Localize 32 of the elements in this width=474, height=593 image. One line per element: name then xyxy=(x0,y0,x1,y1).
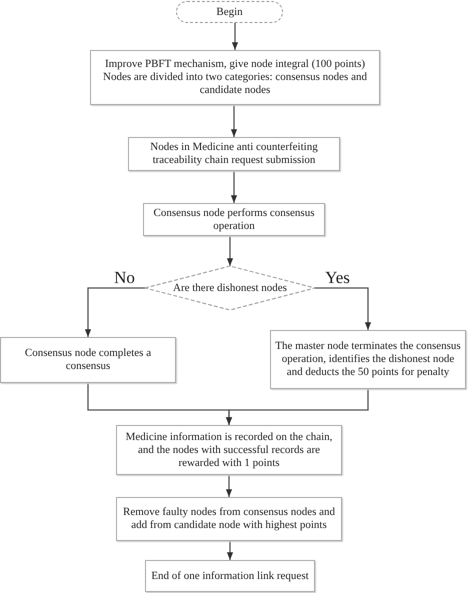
process-box xyxy=(145,560,315,592)
edge-label: Yes xyxy=(324,269,351,286)
node-text: Remove faulty nodes from consensus nodes and add from candidate node with highest points xyxy=(122,506,336,532)
process-box xyxy=(128,137,340,171)
node-text: End of one information link request xyxy=(151,570,309,582)
node-text: Begin xyxy=(216,6,243,18)
arrow xyxy=(315,287,372,330)
process-box xyxy=(116,497,342,541)
node-text: Improve PBFT mechanism, give node integral (100 points) xyxy=(104,58,366,71)
process-box xyxy=(270,330,466,389)
arrow xyxy=(230,171,238,203)
arrow xyxy=(230,105,238,137)
node-text: Medicine information is recorded on the chain, and the nodes with successful records are rewarded with 1 points xyxy=(124,430,334,470)
node-text: Are there dishonest nodes xyxy=(173,282,287,294)
process-box xyxy=(143,203,325,236)
arrow xyxy=(226,475,232,497)
terminal-box xyxy=(176,1,283,23)
node-text: Consensus node performs consensus operation xyxy=(152,206,316,232)
arrow xyxy=(232,23,238,50)
edge-label: No xyxy=(113,269,136,286)
process-box xyxy=(0,337,176,383)
arrow xyxy=(226,541,234,560)
arrow xyxy=(226,389,369,425)
process-box xyxy=(90,50,380,105)
node-text: Nodes are divided into two categories: consensus nodes and candidate nodes xyxy=(102,71,368,97)
process-box xyxy=(116,425,342,475)
arrow xyxy=(84,287,145,337)
node-text: Consensus node completes a consensus xyxy=(24,347,152,373)
decision-diamond xyxy=(145,266,315,310)
node-text: The master node terminates the consensus operation, identifies the dishonest node and deducts the 50 points for penalty xyxy=(275,340,461,379)
arrow xyxy=(226,236,234,266)
node-text: Nodes in Medicine anti counterfeiting traceability chain request submission xyxy=(149,141,319,167)
